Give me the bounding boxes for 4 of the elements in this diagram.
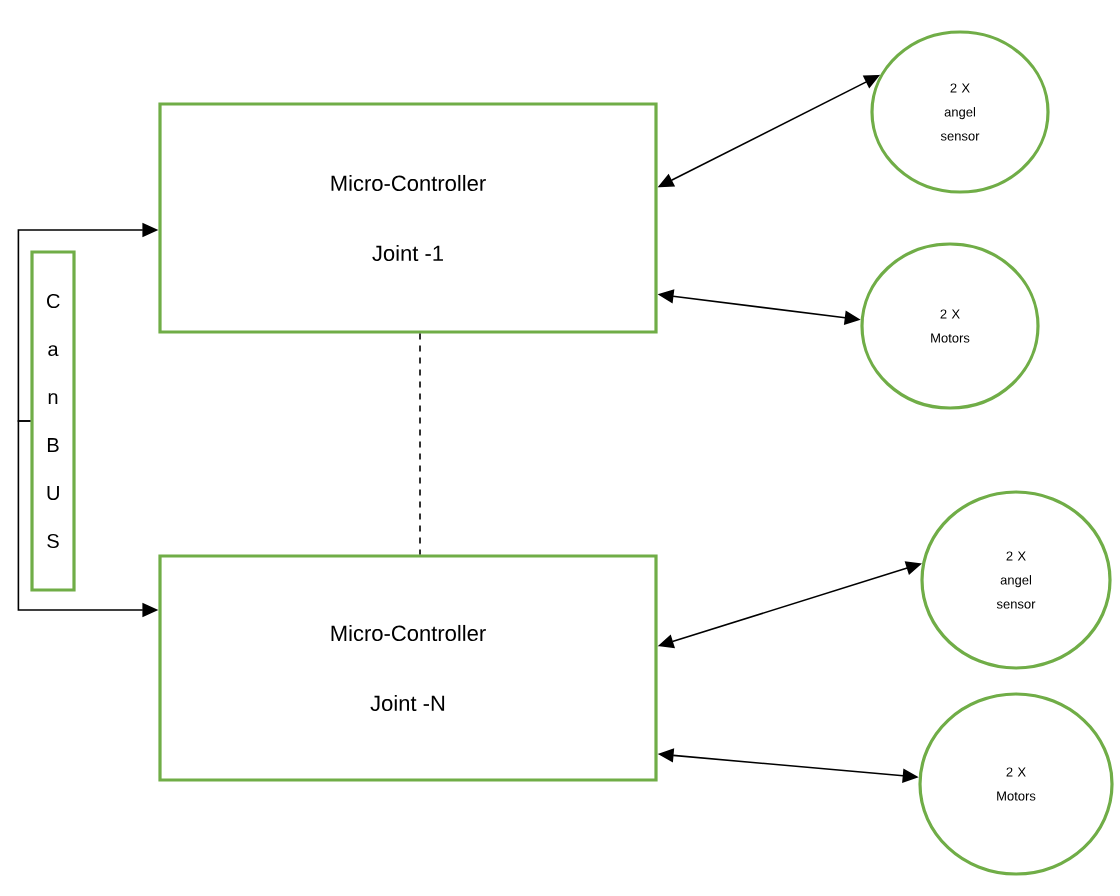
controller-box: Micro-Controller Joint -N [158,554,658,782]
dashed-line [419,332,421,556]
bus-box: C a n B U S [30,250,76,592]
controller-box: Micro-Controller Joint -1 [158,102,658,334]
